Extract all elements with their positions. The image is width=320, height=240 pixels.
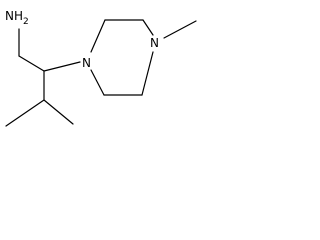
molecule-drawing: NH2 N N [5, 9, 197, 127]
bond-ring-lower-n1 [90, 69, 105, 96]
bond-ring-upper-n4 [142, 19, 154, 36]
bond-n4-methyl [163, 20, 197, 39]
bond-isopropyl-methyl-right [43, 99, 74, 125]
bond-isopropyl-methyl-left [5, 99, 45, 127]
bond-ring-n1-upper [90, 19, 106, 53]
piperazine-n1-label: N [82, 56, 91, 70]
bond-ch-n1 [43, 61, 81, 72]
amine-label: NH2 [5, 9, 29, 27]
piperazine-n4-label: N [150, 36, 159, 50]
structure-canvas: NH2 N N [0, 0, 201, 142]
bonds [5, 19, 197, 127]
atom-labels: NH2 N N [5, 9, 159, 70]
bond-ring-n4-lower [141, 51, 154, 96]
bond-ch2-ch [18, 55, 45, 72]
